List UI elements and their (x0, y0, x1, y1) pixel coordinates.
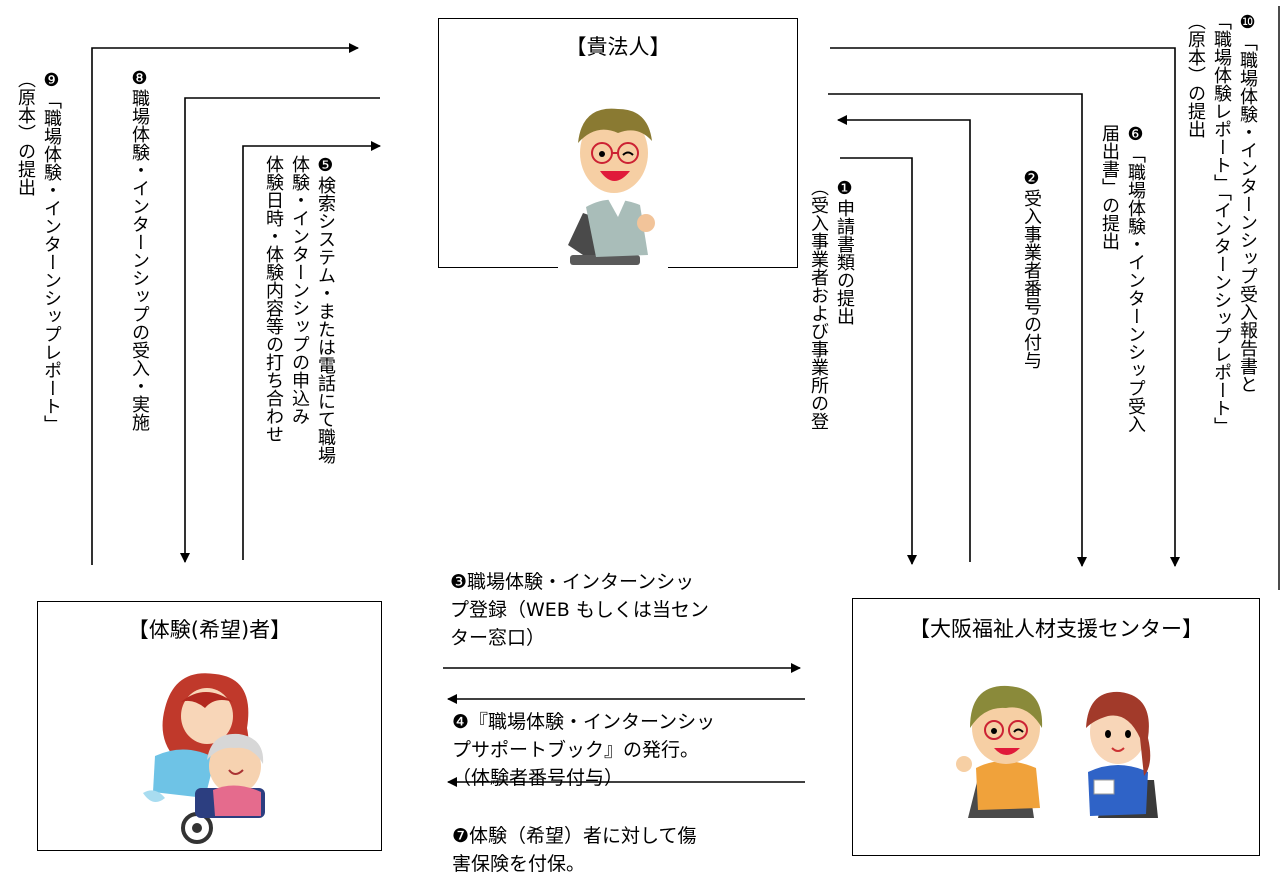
arrow-step1 (840, 157, 917, 565)
caregiver-wheelchair-illustration (143, 673, 265, 844)
step10-line1: ❿「職場体験・インターンシップ受入報告書と (1237, 12, 1258, 393)
step2-line1: ❷受入事業者番号の付与 (1021, 168, 1042, 369)
arrow-step2 (837, 115, 971, 562)
step5-line2: 体験・インターンシップの申込み (289, 155, 310, 425)
step3-line2: プ登録（WEB もしくは当セン (450, 599, 709, 621)
center-title: 【大阪福祉人材支援センター】 (909, 617, 1203, 641)
man-in-chair-illustration (558, 108, 668, 283)
step10-line2: 「職場体験レポート」「インターンシップレポート」 (1211, 12, 1232, 435)
step1-label: ❶申請書類の提出 （受入事業者および事業所の登 (805, 178, 857, 430)
consultation-illustration (956, 685, 1158, 818)
step4-line3: （体験者番号付与） (452, 767, 624, 789)
arrow-step9 (91, 43, 359, 565)
applicant-title: 【体験(希望)者】 (127, 618, 292, 642)
step3-line3: ター窓口） (450, 627, 546, 649)
arrow-step5 (242, 141, 381, 560)
step10-line3: （原本）の提出 (1185, 12, 1206, 138)
step4-line2: プサポートブック』の発行。 (452, 739, 700, 761)
step6-line1: ❻「職場体験・インターンシップ受入 (1125, 124, 1146, 433)
arrow-step10 (830, 47, 1180, 567)
step1-line2: （受入事業者および事業所の登 (808, 178, 829, 430)
step8-label: ❽職場体験・インターンシップの受入・実施 (126, 68, 152, 431)
step9-line2: （原本）の提出 (15, 70, 36, 196)
step3-line1: ❸職場体験・インターンシッ (450, 571, 695, 593)
step4-label: ❹『職場体験・インターンシッ プサポートブック』の発行。 （体験者番号付与） (452, 708, 715, 792)
step5-label: ❺検索システム・または電話にて職場 体験・インターンシップの申込み 体験日時・体… (260, 155, 338, 464)
step5-line3: 体験日時・体験内容等の打ち合わせ (263, 155, 284, 443)
center-box: 【大阪福祉人材支援センター】 (852, 598, 1260, 856)
step7-line1: ❼体験（希望）者に対して傷 (452, 825, 697, 847)
corporation-title: 【貴法人】 (565, 35, 671, 59)
step4-line1: ❹『職場体験・インターンシッ (452, 711, 716, 733)
step6-label: ❻「職場体験・インターンシップ受入 届出書」の提出 (1096, 124, 1148, 433)
step7-line2: 害保険を付保。 (452, 853, 586, 875)
step8-line1: ❽職場体験・インターンシップの受入・実施 (129, 68, 150, 431)
step9-line1: ❾「職場体験・インターンシップレポート」 (41, 70, 62, 433)
arrow-step6 (828, 93, 1087, 567)
step7-label: ❼体験（希望）者に対して傷 害保険を付保。 (452, 822, 696, 878)
step10-label: ❿「職場体験・インターンシップ受入報告書と 「職場体験レポート」「インターンシッ… (1182, 12, 1260, 435)
step2-label: ❷受入事業者番号の付与 (1018, 168, 1044, 369)
step5-line1: ❺検索システム・または電話にて職場 (315, 155, 336, 464)
arrow-step8 (180, 97, 380, 563)
step6-line2: 届出書」の提出 (1099, 124, 1120, 250)
step3-label: ❸職場体験・インターンシッ プ登録（WEB もしくは当セン ター窓口） (450, 568, 709, 652)
step1-line1: ❶申請書類の提出 (834, 178, 855, 325)
step9-label: ❾「職場体験・インターンシップレポート」 （原本）の提出 (12, 70, 64, 433)
